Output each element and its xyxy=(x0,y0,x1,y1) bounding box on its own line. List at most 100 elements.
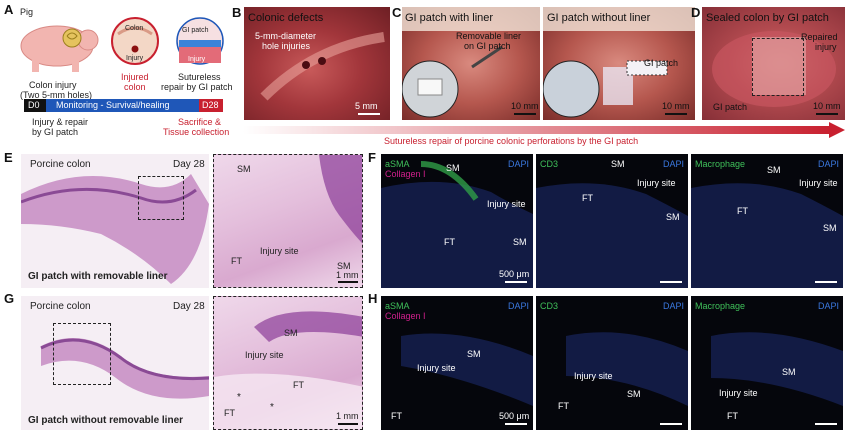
h3-dapi: DAPI xyxy=(818,301,840,311)
h1-sm-label: SM xyxy=(467,349,481,359)
injured-colon-label-2: colon xyxy=(124,82,146,92)
f2-scale-bar xyxy=(660,281,682,283)
panel-letter-b: B xyxy=(232,5,242,20)
removable-liner-label-1: Removable liner xyxy=(456,31,522,41)
e-scale-label: 1 mm xyxy=(336,270,359,280)
colon-injury-sub-label: (Two 5-mm holes) xyxy=(20,90,93,100)
h3-ft-label: FT xyxy=(727,411,738,421)
h1-scale-bar xyxy=(505,423,527,425)
pig-illustration xyxy=(20,25,99,72)
sealed-colon-title: Sealed colon by GI patch xyxy=(706,12,829,24)
h-panel-cd3 xyxy=(536,296,688,430)
repair-label-1: Injury & repair xyxy=(32,117,89,127)
b-scale-label: 5 mm xyxy=(355,101,378,111)
photo-patch-with-liner xyxy=(402,7,540,120)
e-zoom-region xyxy=(138,176,184,220)
panel-letter-f: F xyxy=(368,150,376,165)
arrow-caption: Sutureless repair of porcine colonic per… xyxy=(384,136,639,146)
e-sm2-label: SM xyxy=(337,261,351,271)
colon-injury-label: Colon injury xyxy=(29,80,77,90)
panel-letter-e: E xyxy=(4,150,13,165)
panel-letter-g: G xyxy=(4,291,15,306)
gi-patch-circle xyxy=(176,17,224,65)
photo-colonic-defects xyxy=(244,7,390,120)
g-ft-label: FT xyxy=(293,380,304,390)
e-day: Day 28 xyxy=(173,159,205,170)
h2-injury-label: Injury site xyxy=(574,371,613,381)
injured-colon-circle xyxy=(111,17,159,65)
circle-colon-label: Colon xyxy=(125,25,144,32)
f1-scale-bar xyxy=(505,281,527,283)
patch-injury-label: Injury xyxy=(188,56,206,63)
h2-scale-bar xyxy=(660,423,682,425)
circle-injury-label: Injury xyxy=(126,55,144,62)
h3-injury-label: Injury site xyxy=(719,388,758,398)
g-ft2-label: FT xyxy=(224,408,235,418)
e-title: Porcine colon xyxy=(30,159,91,170)
c-right-scale-label: 10 mm xyxy=(662,101,690,111)
g-star-1: * xyxy=(237,392,241,403)
f1-stain-asma: aSMA xyxy=(385,159,410,169)
d-gi-patch-label: GI patch xyxy=(713,102,748,112)
repaired-injury-label-1: Repaired xyxy=(801,32,838,42)
f2-injury-label: Injury site xyxy=(637,178,676,188)
f1-sm-label: SM xyxy=(446,163,460,173)
h3-scale-bar xyxy=(815,423,837,425)
h-panel-macrophage xyxy=(691,296,843,430)
g-scale-label: 1 mm xyxy=(336,411,359,421)
repair-label-2: by GI patch xyxy=(32,127,79,137)
sutureless-label-2: repair by GI patch xyxy=(161,82,233,92)
f1-ft-label: FT xyxy=(444,237,455,247)
patch-without-liner-title: GI patch without liner xyxy=(547,12,651,24)
timeline-d0-box xyxy=(24,99,46,112)
timeline-d28-box xyxy=(199,99,223,112)
c-right-scale-bar xyxy=(665,113,687,115)
d-scale-bar xyxy=(816,113,838,115)
f3-sm-label: SM xyxy=(767,165,781,175)
hole-note-2: hole injuries xyxy=(262,41,311,51)
h3-stain-macrophage: Macrophage xyxy=(695,301,746,311)
d-scale-label: 10 mm xyxy=(813,101,841,111)
h3-sm-label: SM xyxy=(782,367,796,377)
panel-letter-a: A xyxy=(4,2,14,17)
c-left-scale-bar xyxy=(514,113,536,115)
g-star-2: * xyxy=(270,402,274,413)
e-sm-label: SM xyxy=(237,164,251,174)
g-title: Porcine colon xyxy=(30,301,91,312)
e-zoom-histology xyxy=(213,154,363,288)
h-panel-asma xyxy=(381,296,533,430)
injured-colon-label-1: Injured xyxy=(121,72,149,82)
e-injury-site-label: Injury site xyxy=(260,246,299,256)
removable-liner-label-2: on GI patch xyxy=(464,41,511,51)
f2-stain-cd3: CD3 xyxy=(540,159,559,169)
c-left-scale-label: 10 mm xyxy=(511,101,539,111)
f1-dapi: DAPI xyxy=(508,159,530,169)
f2-sm-label: SM xyxy=(611,159,625,169)
h1-stain-asma: aSMA xyxy=(385,301,410,311)
h2-sm-label: SM xyxy=(627,389,641,399)
sutureless-label-1: Sutureless xyxy=(178,72,221,82)
f1-scale-label: 500 μm xyxy=(499,269,530,279)
panel-letter-d: D xyxy=(691,5,701,20)
patch-with-liner-title: GI patch with liner xyxy=(405,12,494,24)
g-zoom-histology xyxy=(213,296,363,430)
f-panel-macrophage xyxy=(691,154,843,288)
g-overview-histology xyxy=(21,296,209,430)
f3-sm2-label: SM xyxy=(823,223,837,233)
g-injury-site-label: Injury site xyxy=(245,350,284,360)
h1-injury-label: Injury site xyxy=(417,363,456,373)
f1-sm2-label: SM xyxy=(513,237,527,247)
f3-scale-bar xyxy=(815,281,837,283)
f1-stain-collagen: Collagen I xyxy=(385,169,426,179)
f-panel-asma xyxy=(381,154,533,288)
g-sm-label: SM xyxy=(284,328,298,338)
photo-patch-without-liner xyxy=(543,7,695,120)
h2-ft-label: FT xyxy=(558,401,569,411)
g-caption: GI patch without removable liner xyxy=(28,415,184,426)
panel-letter-h: H xyxy=(368,291,378,306)
h1-dapi: DAPI xyxy=(508,301,530,311)
repaired-injury-label-2: injury xyxy=(815,42,837,52)
timeline-d28-label: D28 xyxy=(202,100,219,110)
g-scale-bar xyxy=(338,423,358,425)
timeline-d0-label: D0 xyxy=(28,100,40,110)
